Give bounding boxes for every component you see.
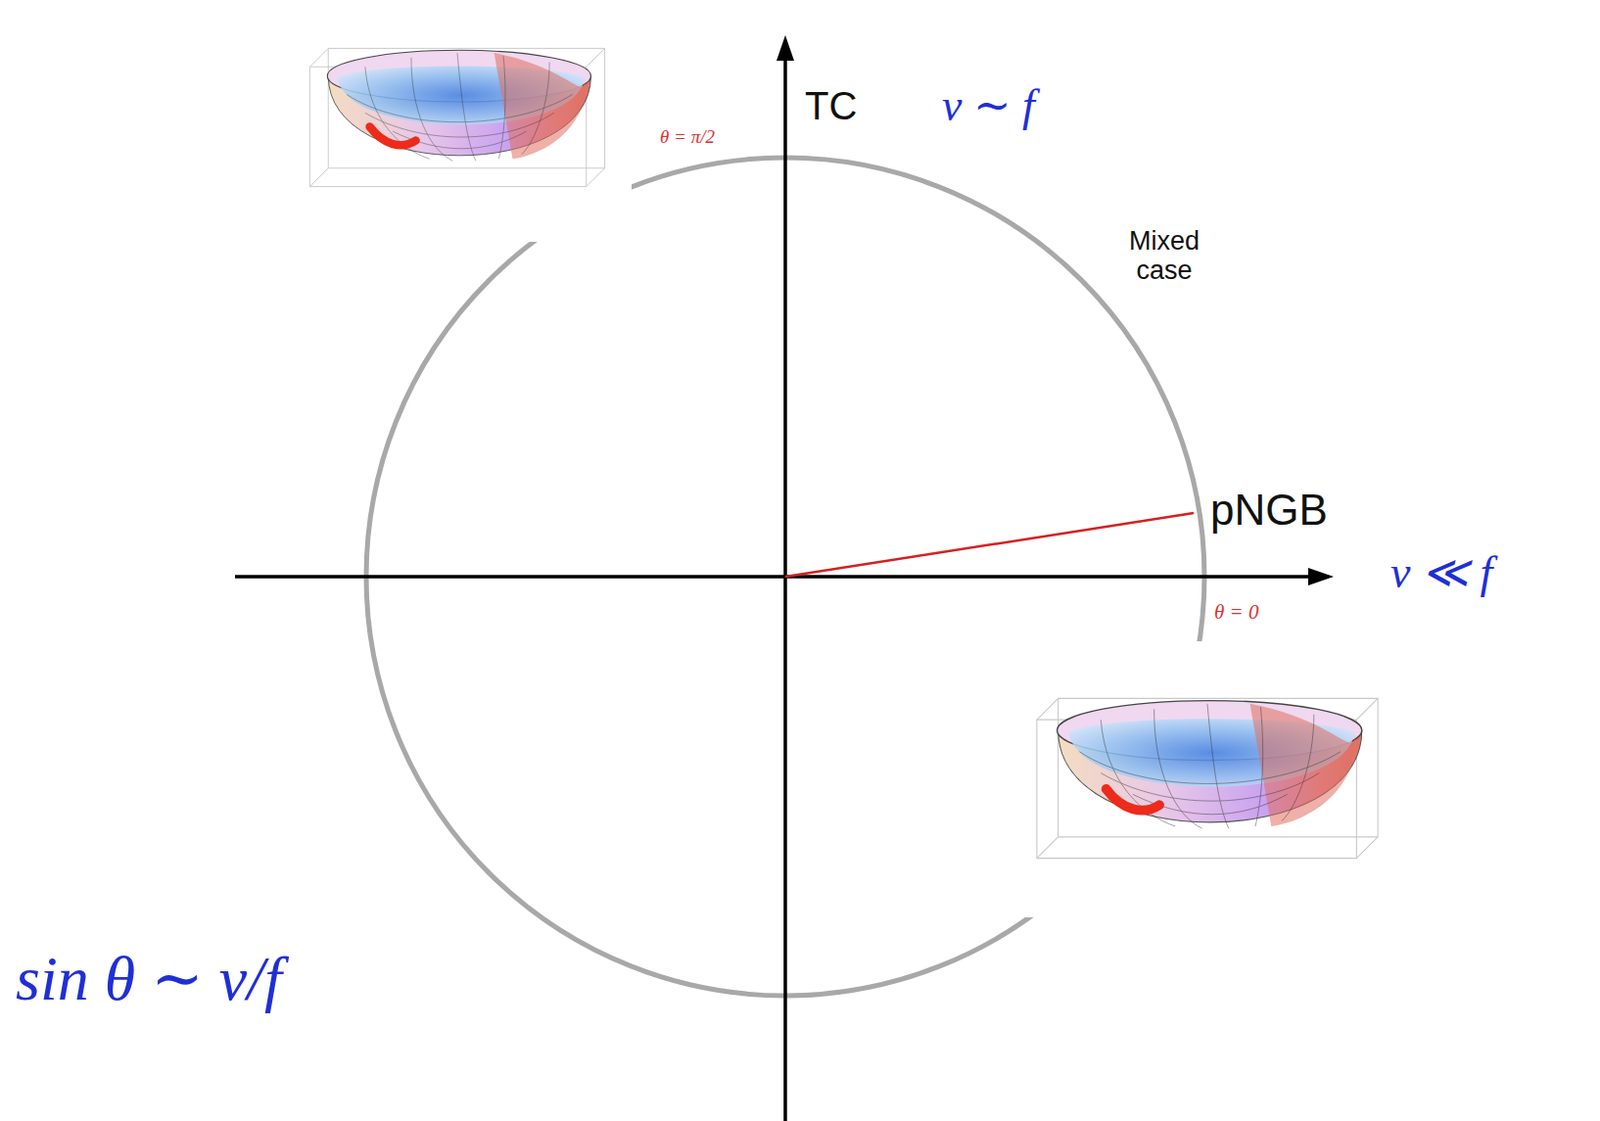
x-axis [235,574,1320,579]
angle-label: θ = 0 [1212,601,1262,624]
axis-arrow [1308,567,1334,586]
potential-bowl [1036,698,1378,858]
angle-label: θ = π/2 [658,127,717,148]
vacuum-line [785,513,1194,577]
formula: sin θ ∼ v/f [15,944,283,1014]
scale-relation: v ∼ f [941,81,1036,132]
regime-label: TC [804,84,857,128]
y-axis [783,48,788,1121]
region-label: Mixed case [1098,227,1230,285]
image-ground [1020,641,1393,918]
axis-arrow [776,35,795,61]
regime-label: pNGB [1208,486,1330,534]
scale-relation: v ≪ f [1390,548,1493,599]
image-ground [283,34,632,242]
potential-bowl [309,47,605,187]
